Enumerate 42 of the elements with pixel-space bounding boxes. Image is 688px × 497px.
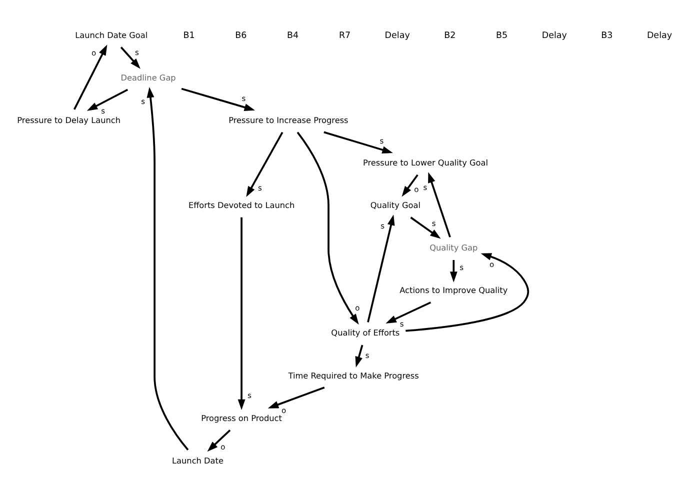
arrow: [146, 86, 189, 450]
node-text: Pressure to Delay Launch: [17, 114, 121, 125]
arrow: [246, 132, 284, 198]
arrow: [181, 88, 256, 111]
arrow: [410, 216, 441, 239]
label: Delay: [542, 31, 567, 42]
arrow: [86, 88, 128, 111]
label: B3: [601, 31, 613, 42]
arrow: [386, 302, 432, 324]
label: R7: [338, 31, 351, 42]
node-text: Launch Date Goal: [75, 30, 148, 40]
label: Delay: [646, 31, 672, 42]
arrow: [73, 44, 108, 110]
arrow: [238, 217, 246, 410]
label: Delay: [384, 31, 410, 42]
node-text: Launch Date: [172, 455, 224, 466]
arrow: [428, 172, 451, 238]
arrow: [296, 132, 359, 325]
arrow: [324, 131, 393, 154]
label: B4: [287, 31, 299, 42]
arrow: [450, 260, 458, 282]
node-text: Deadline Gap: [120, 72, 176, 82]
node-text: Pressure to Increase Progress: [228, 114, 348, 125]
arrow: [406, 253, 530, 332]
arrow: [355, 344, 364, 368]
node-text: Actions to Improve Quality: [400, 285, 508, 296]
node-text: Quality Goal: [370, 200, 421, 210]
node-text: Progress on Product: [201, 412, 282, 423]
node-text: Quality Gap: [430, 242, 478, 253]
label: B5: [496, 31, 508, 42]
node-text: Quality of Efforts: [331, 328, 400, 338]
arrow: [367, 214, 395, 322]
arrow: [207, 429, 231, 452]
label: B2: [444, 31, 456, 42]
label: B1: [183, 31, 195, 42]
arrow: [402, 174, 418, 197]
node-text: Time Required to Make Progress: [288, 370, 419, 380]
arrow: [120, 46, 140, 69]
label: B6: [235, 31, 247, 42]
node-text: Pressure to Lower Quality Goal: [362, 158, 488, 168]
arrow: [268, 386, 325, 408]
node-text: Efforts Devoted to Launch: [188, 200, 295, 210]
